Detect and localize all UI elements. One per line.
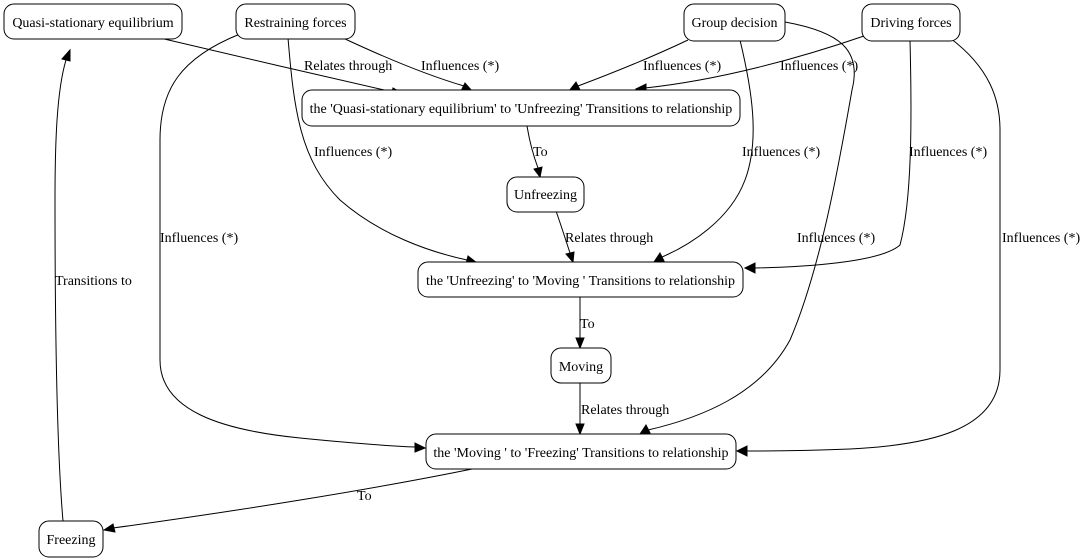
- edge-label-relates-through: Relates through: [581, 403, 669, 418]
- edge-label-influences: Influences (*): [160, 231, 238, 246]
- node-freezing: Freezing: [38, 520, 104, 558]
- edge-moving-to-rel3: Relates through: [575, 383, 669, 436]
- node-label: Freezing: [47, 533, 96, 548]
- node-group-decision: Group decision: [683, 3, 786, 42]
- edge-label-to: To: [357, 489, 372, 504]
- edge-label-transitions-to: Transitions to: [55, 274, 132, 289]
- edge-freezing-to-qse: Transitions to: [54, 48, 132, 522]
- edge-groupdecision-to-rel2: Influences (*): [652, 39, 820, 263]
- edge-label-influences: Influences (*): [742, 145, 820, 160]
- node-rel-moving-freezing: the 'Moving ' to 'Freezing' Transitions …: [425, 433, 737, 470]
- node-label: Quasi-stationary equilibrium: [12, 16, 173, 31]
- edge-label-influences: Influences (*): [643, 59, 721, 74]
- edge-restraining-to-rel1: Influences (*): [342, 37, 499, 92]
- node-label: Unfreezing: [514, 188, 577, 203]
- edge-label-influences: Influences (*): [797, 231, 875, 246]
- node-label: Driving forces: [870, 16, 951, 31]
- edge-rel1-to-unfreezing: To: [526, 125, 548, 179]
- node-moving: Moving: [550, 347, 612, 384]
- node-driving-forces: Driving forces: [861, 3, 961, 42]
- edge-label-to: To: [580, 317, 595, 332]
- edge-label-relates-through: Relates through: [304, 59, 392, 74]
- edge-label-to: To: [533, 145, 548, 160]
- node-unfreezing: Unfreezing: [506, 176, 585, 213]
- node-rel-qse-unfreezing: the 'Quasi-stationary equilibrium' to 'U…: [301, 89, 741, 127]
- node-label: the 'Quasi-stationary equilibrium' to 'U…: [310, 102, 733, 117]
- edge-label-relates-through: Relates through: [565, 231, 653, 246]
- node-quasi-stationary-equilibrium: Quasi-stationary equilibrium: [3, 3, 183, 40]
- node-restraining-forces: Restraining forces: [235, 3, 356, 40]
- edge-rel3-to-freezing: To: [102, 467, 478, 533]
- edge-rel2-to-moving: To: [575, 297, 595, 350]
- node-label: Restraining forces: [244, 16, 346, 31]
- node-label: Group decision: [692, 16, 778, 31]
- edge-unfreezing-to-rel2: Relates through: [555, 210, 653, 264]
- edge-restraining-to-rel3: Influences (*): [159, 33, 427, 453]
- edge-driving-to-rel1: Influences (*): [634, 35, 865, 94]
- edge-label-influences: Influences (*): [421, 59, 499, 74]
- node-rel-unfreezing-moving: the 'Unfreezing' to 'Moving ' Transition…: [417, 261, 744, 298]
- edge-driving-to-rel2: Influences (*): [743, 39, 987, 274]
- edge-label-influences: Influences (*): [780, 59, 858, 74]
- edge-driving-to-rel3: Influences (*): [735, 37, 1080, 457]
- edge-label-influences: Influences (*): [1002, 231, 1080, 246]
- node-label: the 'Unfreezing' to 'Moving ' Transition…: [426, 274, 735, 289]
- node-label: the 'Moving ' to 'Freezing' Transitions …: [433, 446, 728, 461]
- edge-label-influences: Influences (*): [314, 145, 392, 160]
- diagram-nodes: Quasi-stationary equilibrium Restraining…: [3, 3, 961, 558]
- edge-label-influences: Influences (*): [909, 145, 987, 160]
- diagram-edges: Relates through Influences (*) Influence…: [54, 21, 1080, 533]
- edge-groupdecision-to-rel1: Influences (*): [567, 39, 721, 92]
- node-label: Moving: [559, 360, 603, 375]
- edge-qse-to-rel1: Relates through: [159, 37, 404, 98]
